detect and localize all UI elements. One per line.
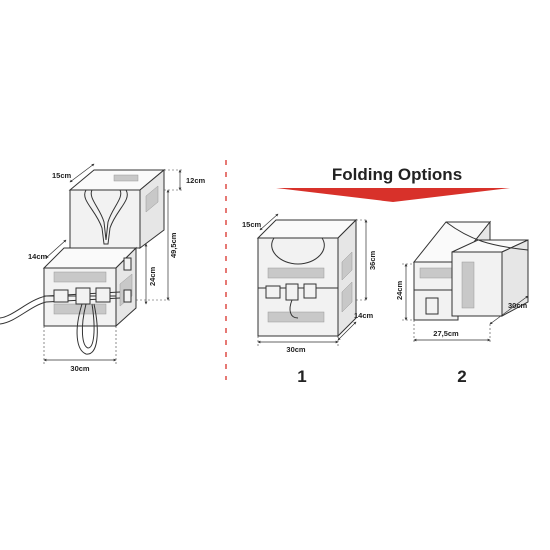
dim-depth-label: 14cm <box>28 252 48 261</box>
hood-top-handle <box>113 174 139 182</box>
option-1-number: 1 <box>297 367 306 386</box>
dim-total-height-label: 49,5cm <box>169 232 178 258</box>
opt1-front-panel-lower <box>267 311 325 323</box>
body-front-panel <box>53 271 107 283</box>
folding-option-1: 15cm 36cm 14cm 30cm 1 <box>242 213 377 386</box>
opt1-dim-depth-line <box>337 321 357 341</box>
opt2-right-panel <box>461 261 475 309</box>
hood-front-face <box>69 189 141 249</box>
opt1-side-panel-lower <box>341 281 353 313</box>
dim-top-depth-label: 15cm <box>52 171 72 180</box>
opt1-buckle-center <box>285 283 299 301</box>
opt1-dim-height-label: 36cm <box>368 250 377 270</box>
strap-buckle-left <box>53 289 69 303</box>
neck-opening-inner <box>90 189 122 241</box>
side-buckle-top <box>123 257 132 271</box>
dim-width-label: 30cm <box>70 364 90 373</box>
dim-body-height-label: 24cm <box>148 266 157 286</box>
strap-buckle-center <box>75 287 91 305</box>
opt2-strap <box>445 221 529 251</box>
opt1-front-panel <box>267 267 325 279</box>
opt1-dim-depth-top-label: 15cm <box>242 220 262 229</box>
opt2-buckle <box>425 297 439 315</box>
dim-depth-line <box>45 239 67 259</box>
dim-top-height-label: 12cm <box>186 176 206 185</box>
opt2-dim-width-label: 27,5cm <box>433 329 459 338</box>
hood-side-panel <box>145 185 159 213</box>
opt2-dim-height-label: 24cm <box>395 280 404 300</box>
opt1-side-panel <box>341 251 353 281</box>
opt2-dim-depth-line <box>489 295 529 325</box>
opt1-neck-opening <box>271 237 325 265</box>
opt2-dim-depth-label: 30cm <box>508 301 528 310</box>
opt2-right-front-face <box>451 251 503 317</box>
neck-opening <box>84 189 128 245</box>
unfolded-unit: 15cm 12cm 14cm 49,5cm 24cm 30cm <box>0 163 206 373</box>
folding-option-2: 24cm 30cm 27,5cm 2 <box>395 220 529 386</box>
dim-top-depth-line <box>69 163 95 183</box>
opt1-buckle-right <box>303 283 317 299</box>
opt1-dim-depth-top-line <box>259 213 279 231</box>
opt1-buckle-left <box>265 285 281 299</box>
strap-buckle-right <box>95 287 111 303</box>
waist-strap-edge <box>0 297 121 325</box>
waist-strap <box>0 291 121 319</box>
folding-arrow <box>276 188 510 202</box>
opt1-dim-depth-label: 14cm <box>354 311 374 320</box>
opt1-dim-width-label: 30cm <box>286 345 306 354</box>
folding-options-title: Folding Options <box>332 165 462 184</box>
side-buckle-bottom <box>123 289 132 303</box>
crotch-strap-inner <box>81 303 95 349</box>
option-2-number: 2 <box>457 367 466 386</box>
crotch-strap <box>76 303 98 355</box>
opt1-strap <box>289 299 299 319</box>
opt2-front-panel <box>419 267 453 279</box>
